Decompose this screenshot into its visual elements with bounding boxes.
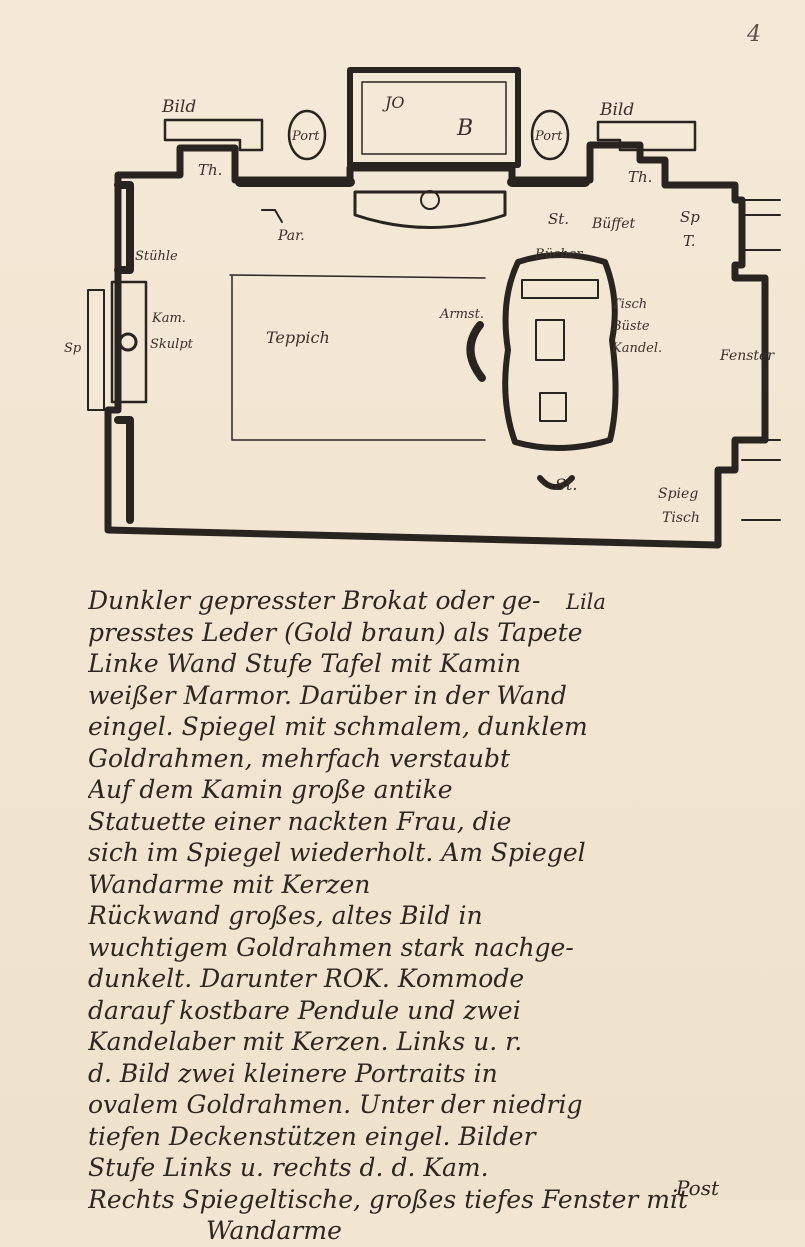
label-fenster: Fenster bbox=[719, 348, 775, 364]
portrait-oval-left bbox=[287, 109, 327, 161]
label-portrait-right: Port bbox=[534, 129, 563, 144]
label-tisch-right: Tisch bbox=[662, 510, 700, 526]
note-line: presstes Leder (Gold braun) als Tapete bbox=[88, 617, 583, 647]
note-line: Rechts Spiegeltische, großes tiefes Fens… bbox=[88, 1184, 689, 1214]
label-sp-left: Sp bbox=[64, 341, 82, 356]
carpet bbox=[229, 274, 486, 441]
signature: Post bbox=[676, 1176, 719, 1200]
label-st-bottom: St. bbox=[555, 475, 577, 494]
left-wall-detail bbox=[114, 181, 134, 524]
note-line: Auf dem Kamin große antike bbox=[88, 775, 453, 804]
note-line: ovalem Goldrahmen. Unter der niedrig bbox=[88, 1090, 583, 1119]
armchair bbox=[466, 321, 486, 382]
note-line: Wandarme mit Kerzen bbox=[88, 869, 371, 899]
note-line: d. Bild zwei kleinere Portraits in bbox=[88, 1058, 498, 1088]
picture-frame-left bbox=[163, 118, 264, 152]
table bbox=[502, 252, 619, 451]
note-line: eingel. Spiegel mit schmalem, dunklem bbox=[88, 712, 588, 741]
label-kandel: Kandel. bbox=[611, 341, 662, 356]
note-line: tiefen Deckenstützen eingel. Bilder bbox=[88, 1121, 536, 1151]
note-line: Stufe Links u. rechts d. d. Kam. bbox=[88, 1153, 489, 1182]
picture-frame-right bbox=[596, 120, 697, 152]
label-bild-left: Bild bbox=[161, 97, 196, 117]
label-buffet: Büffet bbox=[591, 216, 636, 232]
note-line: dunkelt. Darunter ROK. Kommode bbox=[88, 964, 525, 993]
bookshelf bbox=[521, 279, 599, 299]
floor-plan-sketch: Bild Bild Port Port JO B Th. Th. Par. St… bbox=[64, 67, 781, 549]
note-line: Statuette einer nackten Frau, die bbox=[88, 806, 512, 836]
label-jo: JO bbox=[382, 93, 405, 112]
label-buecher: Bücher bbox=[534, 247, 583, 262]
label-th-right: Th. bbox=[628, 168, 652, 186]
handwritten-notes: Dunkler gepresster Brokat oder ge- press… bbox=[88, 585, 778, 1247]
label-stuehle: Stühle bbox=[135, 249, 178, 264]
label-portrait-left: Port bbox=[291, 129, 320, 144]
note-line: weißer Marmor. Darüber in der Wand bbox=[88, 680, 567, 710]
note-line: darauf kostbare Pendule und zwei bbox=[88, 995, 521, 1025]
painting-frame bbox=[347, 67, 521, 168]
note-line: sich im Spiegel wiederholt. Am Spiegel bbox=[88, 838, 586, 867]
label-sp: Sp bbox=[680, 208, 700, 226]
label-par: Par. bbox=[277, 228, 305, 244]
label-armst: Armst. bbox=[439, 307, 484, 322]
label-kamin: Kam. bbox=[151, 311, 186, 326]
label-skulpt: Skulpt bbox=[150, 337, 194, 352]
label-teppich: Teppich bbox=[266, 328, 330, 347]
fireplace-opening bbox=[118, 332, 138, 352]
note-line: Wandarme bbox=[206, 1216, 342, 1245]
label-bueste: Büste bbox=[611, 319, 650, 334]
note-line: Dunkler gepresster Brokat oder ge- bbox=[88, 586, 541, 615]
fireplace bbox=[110, 280, 148, 404]
note-line: Goldrahmen, mehrfach verstaubt bbox=[88, 743, 511, 773]
label-th-left: Th. bbox=[198, 161, 222, 179]
label-b: B bbox=[456, 116, 473, 141]
label-spiegel: Spieg bbox=[658, 486, 698, 502]
label-bild-right: Bild bbox=[599, 100, 634, 120]
window-right bbox=[741, 199, 781, 521]
label-t: T. bbox=[683, 232, 696, 250]
note-line: Rückwand großes, altes Bild in bbox=[88, 901, 483, 930]
note-line: Linke Wand Stufe Tafel mit Kamin bbox=[88, 649, 522, 678]
commode bbox=[353, 190, 507, 229]
chair-bottom bbox=[537, 475, 575, 490]
insertion-lila: Lila bbox=[566, 590, 606, 614]
note-line: wuchtigem Goldrahmen stark nachge- bbox=[88, 932, 574, 962]
mirror-left bbox=[87, 289, 105, 411]
note-line: Kandelaber mit Kerzen. Links u. r. bbox=[88, 1027, 523, 1056]
label-tisch: Tisch bbox=[612, 297, 647, 312]
page-number: 4 bbox=[747, 22, 761, 47]
portrait-oval-right bbox=[530, 109, 570, 161]
pendulum-clock bbox=[420, 190, 440, 210]
label-st-top: St. bbox=[548, 210, 569, 228]
